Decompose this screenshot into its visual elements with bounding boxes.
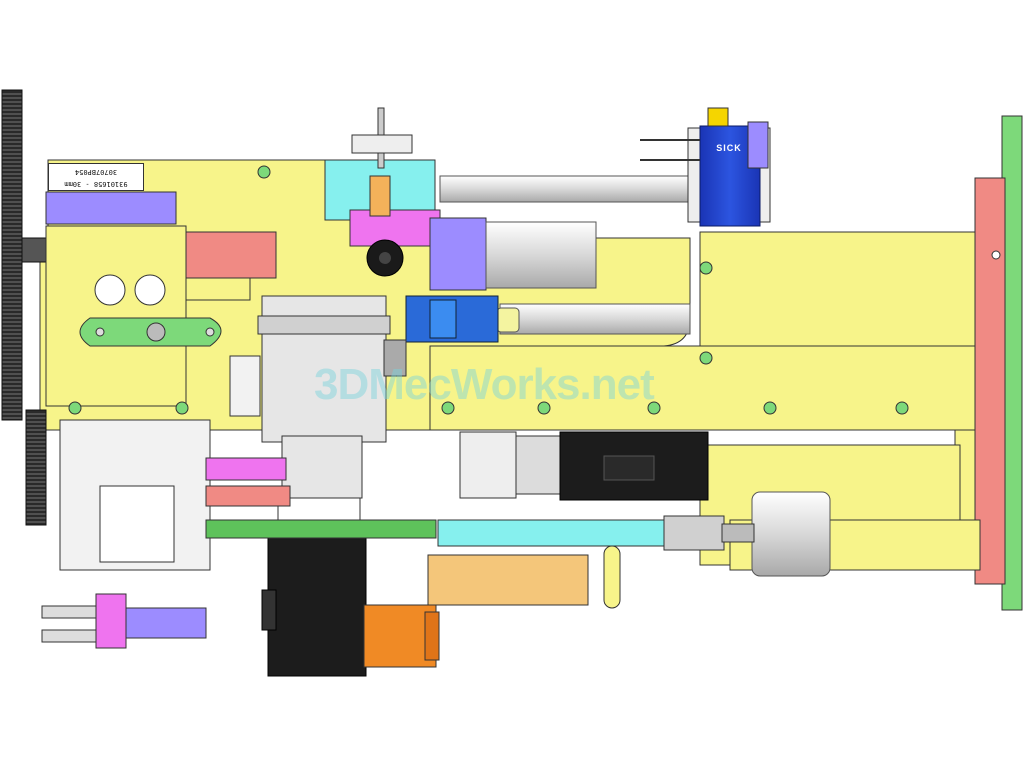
grey-actuator: [485, 221, 597, 289]
magenta-bracket: [95, 593, 127, 649]
blue-solenoid-face: [429, 299, 457, 339]
violet-roller: [125, 607, 207, 639]
sensor-violet-cap: [747, 121, 769, 169]
orange-stem: [369, 175, 391, 217]
gear-hub: [21, 237, 47, 263]
upper-guide-rod: [439, 175, 691, 203]
screw: [699, 351, 713, 365]
carriage-hole-2: [134, 274, 166, 306]
carriage-hole-1: [94, 274, 126, 306]
magenta-rod: [205, 457, 287, 481]
left-yellow-carriage: [45, 225, 187, 407]
knob-center: [379, 252, 391, 264]
clamp-bolt-1: [95, 327, 105, 337]
label-line-1: 93101658 - 30mm: [64, 180, 128, 188]
green-rod: [205, 519, 437, 539]
lower-guide-rod: [499, 303, 691, 335]
screw: [895, 401, 909, 415]
large-gear-strip: [1, 89, 23, 421]
magenta-head: [349, 209, 441, 247]
motor-pulley: [383, 339, 407, 377]
clamp-nut: [146, 322, 166, 342]
violet-head-frame: [429, 217, 487, 291]
base-plate-hole: [991, 250, 1001, 260]
rod-end-cap: [496, 307, 520, 333]
screw: [537, 401, 551, 415]
screw: [175, 401, 189, 415]
black-stepper-motor: [267, 525, 367, 677]
stepper-connector: [261, 589, 277, 631]
label-line-2: 30707BP054: [74, 168, 118, 176]
watermark: 3DMecWorks.net: [314, 360, 655, 409]
grey-cylinder-right: [751, 491, 831, 577]
screw: [68, 401, 82, 415]
screw: [647, 401, 661, 415]
lower-gear-strip: [25, 409, 47, 526]
cyan-long-bar: [437, 519, 665, 547]
orange-gearbox-cap: [424, 611, 440, 661]
tan-plate: [427, 554, 589, 606]
servo-connector: [603, 455, 655, 481]
vertical-shaft-block: [281, 435, 363, 499]
yellow-handle: [603, 545, 621, 609]
rod-coupler: [663, 515, 725, 551]
screw: [441, 401, 455, 415]
screw: [257, 165, 271, 179]
salmon-base-plate: [974, 177, 1006, 585]
top-collar: [351, 134, 413, 154]
clamp-bolt-2: [205, 327, 215, 337]
horizontal-motor-flange: [459, 431, 517, 499]
screw: [763, 401, 777, 415]
left-white-plate: [99, 485, 175, 563]
left-salmon-strip: [205, 485, 291, 507]
rod-link: [721, 523, 755, 543]
salmon-rail: [185, 231, 277, 279]
small-fitting-1: [41, 605, 97, 619]
motor-plate: [257, 315, 391, 335]
frame-screws: [68, 165, 909, 415]
left-violet-block: [45, 191, 177, 225]
small-fitting-2: [41, 629, 97, 643]
sensor-connector: [707, 107, 729, 127]
horizontal-motor-adapter: [515, 435, 563, 495]
part-label-plate: 93101658 - 30mm 30707BP054: [48, 163, 144, 191]
sensor-brand-label: SICK: [716, 143, 742, 153]
white-mount-block: [229, 355, 261, 417]
screw: [699, 261, 713, 275]
orange-gearbox: [363, 604, 437, 668]
salmon-rail-end: [185, 277, 251, 301]
